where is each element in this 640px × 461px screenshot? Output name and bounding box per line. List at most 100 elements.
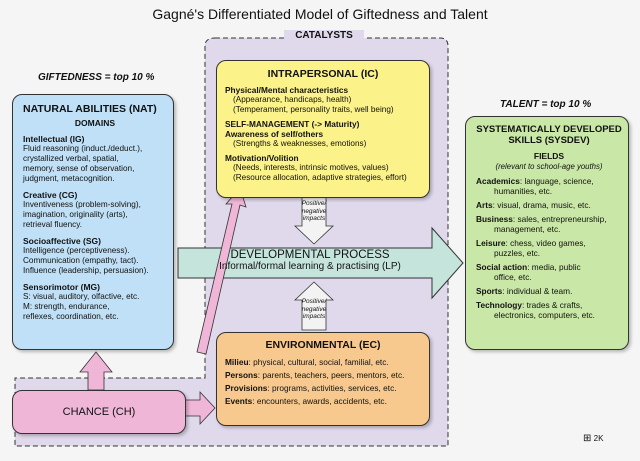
nat-domain-group: Sensorimotor (MG)S: visual, auditory, ol… [23, 282, 167, 322]
intra-head: Awareness of self/others [225, 129, 324, 139]
sysdev-item-first-line: Social action: media, public [476, 262, 622, 272]
impacts-top-line: impacts [302, 215, 326, 222]
intra-line: (Appearance, handicaps, health) [233, 95, 352, 104]
nat-domain-line: M: strength, endurance, [23, 302, 110, 311]
sysdev-item-first-line: Arts: visual, drama, music, etc. [476, 200, 622, 210]
developmental-subtitle: Informal/formal learning & practising (L… [219, 261, 401, 272]
sysdev-item-text: : visual, drama, music, etc. [492, 200, 591, 210]
page-title: Gagné's Differentiated Model of Giftedne… [152, 6, 488, 22]
nat-domain-line: crystallized verbal, spatial, [23, 154, 119, 163]
sysdev-fields: FIELDS [533, 151, 565, 161]
sysdev-title-line: SYSTEMATICALLY DEVELOPED [476, 124, 622, 135]
developmental-process: DEVELOPMENTAL PROCESS Informal/formal le… [190, 249, 430, 272]
environmental-box: ENVIRONMENTAL (EC) Milieu: physical, cul… [216, 332, 430, 426]
sysdev-item-text: : individual & team. [502, 286, 573, 296]
intra-head: SELF-MANAGEMENT (-> Maturity) [225, 119, 360, 129]
sysdev-item: Business: sales, entrepreneurship,manage… [476, 214, 622, 234]
env-items: Milieu: physical, cultural, social, fami… [225, 357, 421, 406]
nat-domain-line: judgment, metacognition. [23, 174, 115, 183]
nat-domain-head: Creative (CG) [23, 190, 78, 200]
nat-domain-group: Intellectual (IG)Fluid reasoning (induct… [23, 134, 167, 184]
nat-domain-head: Intellectual (IG) [23, 134, 85, 144]
talent-label: TALENT = top 10 % [500, 99, 592, 110]
sysdev-item: Sports: individual & team. [476, 286, 622, 296]
intrapersonal-box: INTRAPERSONAL (IC) Physical/Mental chara… [216, 60, 430, 198]
impacts-bottom-line: Positive/ [301, 298, 327, 305]
nat-domain-group: Creative (CG)Inventiveness (problem-solv… [23, 190, 167, 230]
footer-logo: ⊞ 2K [583, 433, 603, 444]
env-item-text: : encounters, awards, accidents, etc. [252, 396, 387, 406]
sysdev-item-first-line: Sports: individual & team. [476, 286, 622, 296]
logo-icon: ⊞ [583, 433, 592, 444]
sysdev-title-line: SKILLS (SYSDEV) [508, 135, 590, 146]
env-item: Provisions: programs, activities, servic… [225, 383, 421, 393]
sysdev-item-first-line: Academics: language, science, [476, 176, 622, 186]
chance-label: CHANCE (CH) [62, 406, 136, 418]
sysdev-item-head: Technology [476, 300, 522, 310]
sysdev-item-text: : language, science, [519, 176, 594, 186]
intra-group: Awareness of self/others(Strengths & wea… [225, 129, 421, 149]
sysdev-item-head: Social action [476, 262, 528, 272]
impacts-top-line: Positive/ [301, 200, 327, 207]
intra-group: SELF-MANAGEMENT (-> Maturity) [225, 119, 421, 129]
sysdev-item: Academics: language, science,humanities,… [476, 176, 622, 196]
impacts-bottom-label: Positive/ negative impacts [299, 298, 329, 321]
intra-group: Physical/Mental characteristics(Appearan… [225, 85, 421, 115]
intra-items: Physical/Mental characteristics(Appearan… [225, 85, 421, 183]
sysdev-item-head: Leisure [476, 238, 506, 248]
sysdev-box: SYSTEMATICALLY DEVELOPED SKILLS (SYSDEV)… [465, 116, 629, 350]
intra-line: (Temperament, personality traits, well b… [233, 105, 394, 114]
impacts-arrow-top [293, 196, 335, 245]
nat-domain-line: Fluid reasoning (induct./deduct.), [23, 144, 143, 153]
nat-domain-line: Communication (empathy, tact). [23, 256, 139, 265]
developmental-title: DEVELOPMENTAL PROCESS [230, 249, 390, 261]
nat-domain-line: Intelligence (perceptiveness). [23, 246, 130, 255]
impacts-top-line: negative [301, 207, 327, 215]
sysdev-item-head: Arts [476, 200, 493, 210]
nat-domain-line: imagination, originality (arts), [23, 210, 128, 219]
env-item-head: Events [225, 396, 253, 406]
nat-domains: DOMAINS [74, 118, 116, 128]
environmental-title: ENVIRONMENTAL (EC) [265, 339, 381, 351]
env-item: Milieu: physical, cultural, social, fami… [225, 357, 421, 367]
nat-domain-line: Inventiveness (problem-solving), [23, 200, 141, 209]
nat-domain-line: reflexes, coordination, etc. [23, 312, 119, 321]
intra-head: Physical/Mental characteristics [225, 85, 349, 95]
nat-domain-head: Sensorimotor (MG) [23, 282, 100, 292]
natural-abilities-box: NATURAL ABILITIES (NAT) DOMAINS Intellec… [12, 94, 174, 350]
env-item-text: : programs, activities, services, etc. [267, 383, 397, 393]
chance-up-arrow [79, 351, 113, 391]
chance-right-arrow [184, 390, 216, 426]
intra-line: (Resource allocation, adaptive strategie… [233, 173, 407, 182]
sysdev-item-line: electronics, computers, etc. [494, 310, 595, 320]
nat-domain-line: Influence (leadership, persuasion). [23, 266, 149, 275]
sysdev-item-text: : chess, video games, [505, 238, 586, 248]
sysdev-item-text: : media, public [527, 262, 581, 272]
nat-domain-head: Socioaffective (SG) [23, 236, 101, 246]
intra-group: Motivation/Volition(Needs, interests, in… [225, 153, 421, 183]
sysdev-item-line: management, etc. [494, 224, 561, 234]
sysdev-item-first-line: Leisure: chess, video games, [476, 238, 622, 248]
sysdev-item: Technology: trades & crafts,electronics,… [476, 300, 622, 320]
nat-items: Intellectual (IG)Fluid reasoning (induct… [23, 134, 167, 322]
sysdev-item-line: office, etc. [494, 272, 532, 282]
impacts-bottom-line: negative [301, 305, 327, 313]
sysdev-item: Arts: visual, drama, music, etc. [476, 200, 622, 210]
sysdev-item-line: puzzles, etc. [494, 248, 541, 258]
sysdev-title: SYSTEMATICALLY DEVELOPED SKILLS (SYSDEV) [476, 124, 622, 146]
nat-domain-group: Socioaffective (SG)Intelligence (percept… [23, 236, 167, 276]
nat-domain-line: retrieval fluency. [23, 220, 83, 229]
env-item-head: Persons [225, 370, 258, 380]
sys-items: Academics: language, science,humanities,… [476, 176, 622, 320]
env-item-text: : parents, teachers, peers, mentors, etc… [257, 370, 405, 380]
sysdev-item-head: Sports [476, 286, 503, 296]
footer-text: 2K [593, 434, 604, 443]
nat-domain-line: memory, sense of observation, [23, 164, 135, 173]
nat-title: NATURAL ABILITIES (NAT) [23, 103, 157, 115]
chance-box: CHANCE (CH) [12, 390, 186, 434]
env-item-head: Milieu [225, 357, 249, 367]
impacts-bottom-line: impacts [302, 313, 326, 320]
catalysts-label: CATALYSTS [284, 30, 364, 44]
impacts-arrow-bottom [293, 281, 335, 331]
